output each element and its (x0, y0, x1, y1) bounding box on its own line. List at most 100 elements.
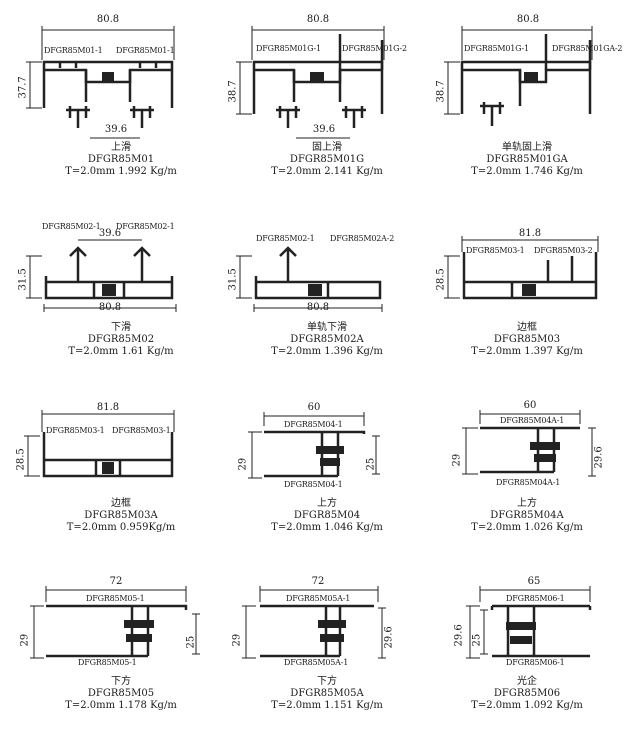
profile-code: DFGR85M04A (490, 510, 564, 521)
part-label-left: DFGR85M01G-1 (256, 44, 321, 53)
part-label-bottom: DFGR85M04-1 (284, 480, 343, 489)
profile-card-DFGR85M05: 72 29 25 DFGR85M05-1 DFGR85M05-1 下方 DFGR… (16, 572, 226, 722)
profile-name: 上方 (317, 498, 337, 509)
width-dimension: 81.8 (518, 228, 542, 239)
profile-code: DFGR85M02 (87, 334, 155, 345)
height-dimension: 28.5 (435, 268, 447, 291)
profile-card-DFGR85M01G: 80.8 38.7 39.6 DFGR85M01G-1 DFGR85M01G-2… (222, 10, 432, 180)
part-label-left: DFGR85M02-1 (42, 222, 101, 231)
profile-card-DFGR85M03: 81.8 28.5 DFGR85M03-1 DFGR85M03-2 边框 DFG… (422, 212, 632, 362)
width-dimension: 65 (527, 576, 541, 587)
profile-card-DFGR85M01GA: 80.8 38.7 DFGR85M01G-1 DFGR85M01GA-2 单轨固… (422, 10, 632, 180)
profile-code: DFGR85M02A (290, 334, 364, 345)
width-dimension: 81.8 (96, 402, 120, 413)
profile-caption: 单轨下滑 DFGR85M02A T=2.0mm 1.396 Kg/m (222, 322, 432, 358)
profile-drawing (242, 586, 386, 659)
profile-card-DFGR85M03A: 81.8 28.5 DFGR85M03-1 DFGR85M03-1 边框 DFG… (16, 396, 226, 546)
height-dimension: 29.6 (453, 624, 465, 647)
width-dimension: 80.8 (96, 14, 120, 25)
part-label-top: DFGR85M05-1 (86, 594, 145, 603)
profile-caption: 上滑 DFGR85M01 T=2.0mm 1.992 Kg/m (16, 142, 226, 178)
profile-caption: 单轨固上滑 DFGR85M01GA T=2.0mm 1.746 Kg/m (422, 142, 632, 178)
profile-spec: T=2.0mm 1.026 Kg/m (471, 522, 583, 533)
width-dimension: 80.8 (516, 14, 540, 25)
inner-dimension: 39.6 (104, 124, 128, 135)
profile-caption: 下方 DFGR85M05 T=2.0mm 1.178 Kg/m (16, 676, 226, 712)
profile-card-DFGR85M04: 60 29 25 DFGR85M04-1 DFGR85M04-1 上方 DFGR… (222, 396, 432, 546)
part-label-right: DFGR85M02-1 (116, 222, 175, 231)
part-label-left: DFGR85M03-1 (46, 426, 105, 435)
profile-code: DFGR85M06 (493, 688, 561, 699)
profile-spec: T=2.0mm 1.046 Kg/m (271, 522, 383, 533)
profile-drawing (30, 586, 200, 659)
profile-drawing (462, 410, 596, 477)
profile-name: 下方 (111, 676, 131, 687)
profile-code: DFGR85M05A (290, 688, 364, 699)
profile-card-DFGR85M02: 39.6 31.5 80.8 DFGR85M02-1 DFGR85M02-1 下… (16, 212, 226, 362)
height-dimension: 28.5 (15, 448, 27, 471)
profile-spec: T=2.0mm 1.746 Kg/m (471, 166, 583, 177)
profile-drawing (444, 236, 599, 300)
profile-name: 边框 (517, 322, 537, 333)
profile-code: DFGR85M01G (289, 154, 365, 165)
height-dimension: 29 (19, 633, 31, 647)
profile-drawing (444, 26, 593, 126)
profile-spec: T=2.0mm 1.992 Kg/m (65, 166, 177, 177)
height-dimension: 37.7 (17, 76, 29, 99)
profile-card-DFGR85M02A: 31.5 80.8 DFGR85M02-1 DFGR85M02A-2 单轨下滑 … (222, 212, 432, 362)
profile-name: 上滑 (111, 142, 131, 153)
profile-caption: 固上滑 DFGR85M01G T=2.0mm 2.141 Kg/m (222, 142, 432, 178)
profile-name: 单轨下滑 (307, 322, 347, 333)
profile-card-DFGR85M04A: 60 29 29.6 DFGR85M04A-1 DFGR85M04A-1 上方 … (422, 396, 632, 546)
part-label-bottom: DFGR85M05A-1 (284, 658, 349, 667)
part-label-right: DFGR85M02A-2 (330, 234, 395, 243)
profile-drawing (26, 239, 177, 312)
width-dimension: 60 (523, 400, 537, 411)
profile-spec: T=2.0mm 2.141 Kg/m (271, 166, 383, 177)
part-label-left: DFGR85M03-1 (466, 246, 525, 255)
profile-spec: T=2.0mm 0.959Kg/m (66, 522, 176, 533)
height-dimension: 38.7 (227, 80, 239, 103)
height-dimension: 29 (237, 457, 249, 471)
profile-spec: T=2.0mm 1.397 Kg/m (471, 346, 583, 357)
profile-name: 单轨固上滑 (502, 142, 552, 153)
profile-code: DFGR85M04 (293, 510, 361, 521)
profile-drawing (466, 586, 592, 659)
profile-caption: 边框 DFGR85M03A T=2.0mm 0.959Kg/m (16, 498, 226, 534)
profile-drawing (26, 26, 175, 139)
part-label-top: DFGR85M04A-1 (500, 416, 565, 425)
profile-spec: T=2.0mm 1.61 Kg/m (68, 346, 174, 357)
profile-caption: 下滑 DFGR85M02 T=2.0mm 1.61 Kg/m (16, 322, 226, 358)
height-dimension: 29 (231, 633, 243, 647)
height-dimension: 31.5 (17, 268, 29, 291)
width-dimension: 80.8 (306, 302, 330, 313)
height-right-dimension: 25 (365, 457, 377, 471)
profile-name: 下滑 (111, 322, 131, 333)
profile-caption: 下方 DFGR85M05A T=2.0mm 1.151 Kg/m (222, 676, 432, 712)
width-dimension: 60 (307, 402, 321, 413)
profile-code: DFGR85M03A (84, 510, 158, 521)
width-dimension: 72 (311, 576, 325, 587)
part-label-top: DFGR85M04-1 (284, 420, 343, 429)
part-label-right: DFGR85M03-2 (534, 246, 593, 255)
profile-caption: 光企 DFGR85M06 T=2.0mm 1.092 Kg/m (422, 676, 632, 712)
profile-name: 固上滑 (312, 142, 342, 153)
part-label-top: DFGR85M06-1 (506, 594, 565, 603)
profile-caption: 上方 DFGR85M04 T=2.0mm 1.046 Kg/m (222, 498, 432, 534)
profile-spec: T=2.0mm 1.151 Kg/m (271, 700, 383, 711)
part-label-bottom: DFGR85M04A-1 (496, 478, 561, 487)
profile-name: 边框 (111, 498, 131, 509)
profile-card-DFGR85M06: 65 29.6 25 DFGR85M06-1 DFGR85M06-1 光企 DF… (422, 572, 632, 722)
height-dimension: 31.5 (227, 268, 239, 291)
width-dimension: 80.8 (98, 302, 122, 313)
width-dimension: 72 (109, 576, 123, 587)
profile-caption: 上方 DFGR85M04A T=2.0mm 1.026 Kg/m (422, 498, 632, 534)
profile-name: 光企 (517, 676, 537, 687)
part-label-left: DFGR85M01G-1 (464, 44, 529, 53)
part-label-top: DFGR85M05A-1 (286, 594, 351, 603)
profile-drawing (24, 410, 175, 478)
height-right-dimension: 29.6 (383, 626, 395, 649)
inner-dimension: 39.6 (98, 228, 122, 239)
part-label-bottom: DFGR85M05-1 (78, 658, 137, 667)
